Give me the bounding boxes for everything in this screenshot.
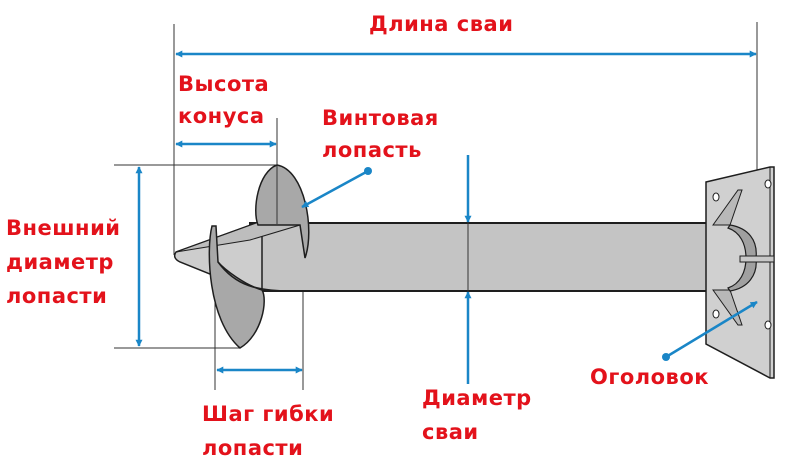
upper-blade [255, 164, 310, 259]
blade-pitch-label-line1: Шаг гибки [202, 402, 335, 426]
head-leader [665, 300, 758, 359]
pile-head [705, 166, 775, 379]
pile-length-label: Длина сваи [369, 12, 514, 36]
cone-height-label-line1: Высота [178, 72, 270, 96]
pile-diameter-label-line1: Диаметр [422, 386, 532, 410]
pile-shaft [249, 222, 741, 292]
screw-blade-leader [301, 169, 369, 209]
cone-height-label-line2: конуса [178, 104, 265, 128]
pile-diameter-label-line2: сваи [422, 420, 479, 444]
screw-blade-leader-dot [364, 167, 372, 175]
outer-diameter-label-line3: лопасти [6, 284, 108, 308]
lower-blade [208, 225, 265, 349]
outer-diameter-label-line1: Внешний [6, 216, 121, 240]
outer-diameter-label-line2: диаметр [6, 250, 114, 274]
head-label: Оголовок [590, 365, 710, 389]
blade-pitch-label-line2: лопасти [202, 436, 304, 460]
head-leader-dot [662, 353, 670, 361]
screw-blade-label-line2: лопасть [322, 138, 422, 162]
screw-blade-label-line1: Винтовая [322, 106, 439, 130]
